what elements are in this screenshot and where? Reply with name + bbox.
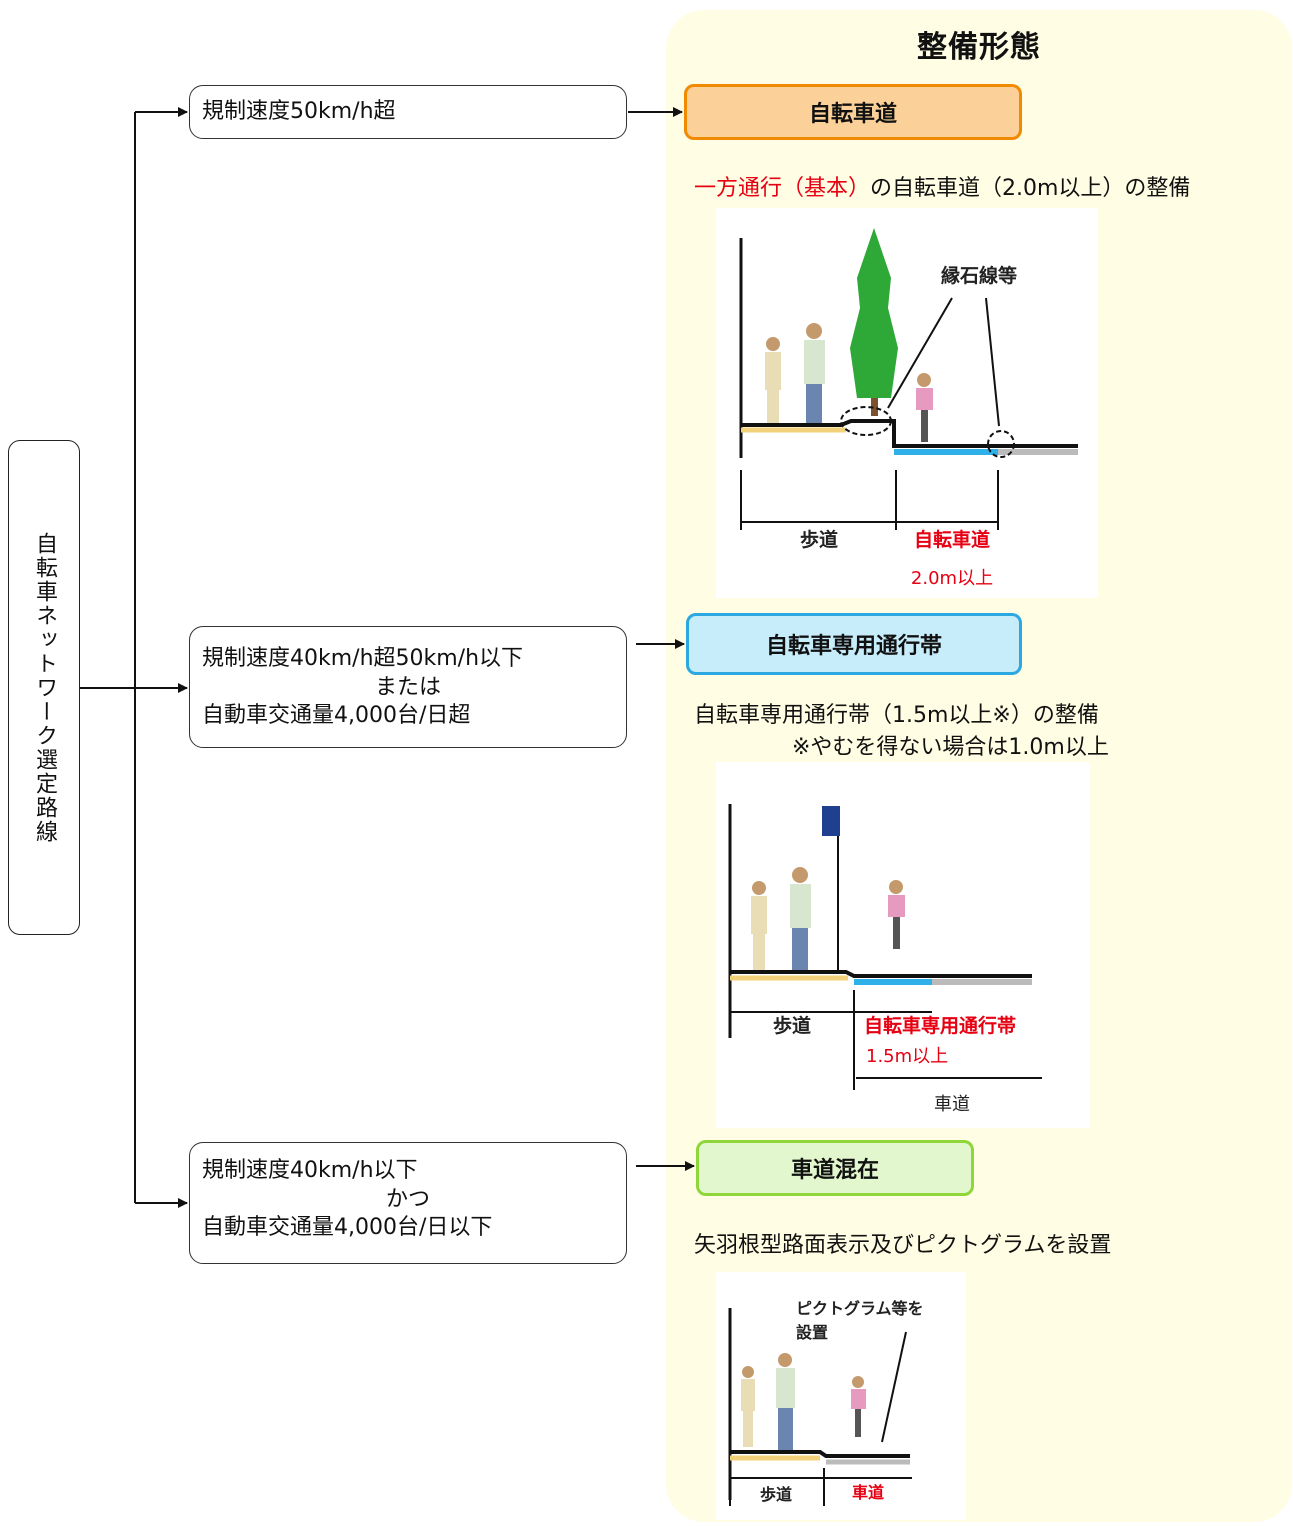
fig2-road-label: 車道 [934, 1094, 970, 1115]
fig3-road-label: 車道 [852, 1483, 884, 1502]
tree-icon [850, 228, 898, 416]
fig1-width-label: 2.0m以上 [911, 568, 993, 589]
condition-3-line-1: 規制速度40km/h以下 [202, 1158, 418, 1183]
fig2-sidewalk-label: 歩道 [773, 1014, 811, 1037]
condition-box-1: 規制速度50km/h超 [189, 85, 627, 139]
figure-shared-road: ピクトグラム等を 設置 歩道 車道 [716, 1272, 966, 1520]
fig1-callout: 縁石線等 [941, 264, 1017, 287]
condition-1-line-1: 規制速度50km/h超 [202, 98, 396, 124]
type-1-description-rest: の自転車道（2.0m以上）の整備 [870, 176, 1191, 201]
cyclist-figure [888, 880, 905, 949]
condition-2-line-2: または [374, 674, 441, 700]
cyclist-figure [851, 1376, 866, 1437]
sign-post-icon [822, 806, 840, 972]
fig3-callout-line-2: 設置 [796, 1323, 828, 1342]
type-shared-road: 車道混在 [696, 1140, 974, 1196]
type-bicycle-track: 自転車道 [684, 84, 1022, 140]
pedestrian-figures [765, 323, 825, 426]
root-label: 自転車ネットワーク選定路線 [32, 531, 57, 844]
fig1-track-label: 自転車道 [914, 528, 990, 551]
fig2-width-label: 1.5m以上 [866, 1046, 948, 1067]
condition-3-line-2: かつ [385, 1186, 430, 1212]
type-bicycle-lane: 自転車専用通行帯 [686, 613, 1022, 675]
type-1-description: 一方通行（基本）の自転車道（2.0m以上）の整備 [694, 170, 1190, 202]
pedestrian-figures [741, 1353, 795, 1450]
type-3-description: 矢羽根型路面表示及びピクトグラムを設置 [694, 1233, 1112, 1258]
condition-2-line-1: 規制速度40km/h超50km/h以下 [202, 646, 524, 671]
figure-bicycle-lane: 歩道 自転車専用通行帯 1.5m以上 車道 [716, 762, 1090, 1128]
fig2-lane-label: 自転車専用通行帯 [864, 1014, 1016, 1037]
figure-bicycle-track: 縁石線等 歩道 自転車道 2.0m以上 [716, 208, 1098, 598]
type-2-note: ※やむを得ない場合は1.0m以上 [792, 735, 1109, 760]
root-node: 自転車ネットワーク選定路線 [8, 440, 80, 935]
condition-box-2: 規制速度40km/h超50km/h以下 または 自動車交通量4,000台/日超 [189, 626, 627, 748]
condition-box-3: 規制速度40km/h以下 かつ 自動車交通量4,000台/日以下 [189, 1142, 627, 1264]
pedestrian-figures [751, 867, 811, 970]
fig1-sidewalk-label: 歩道 [800, 528, 838, 551]
type-1-description-red: 一方通行（基本） [694, 176, 871, 201]
type-2-description: 自転車専用通行帯（1.5m以上※）の整備 [694, 703, 1099, 728]
panel-title: 整備形態 [917, 30, 1041, 65]
cyclist-figure [916, 373, 933, 442]
fig3-sidewalk-label: 歩道 [760, 1485, 792, 1504]
fig3-callout-line-1: ピクトグラム等を [796, 1299, 924, 1318]
condition-2-line-3: 自動車交通量4,000台/日超 [202, 703, 471, 729]
condition-3-line-3: 自動車交通量4,000台/日以下 [202, 1215, 493, 1241]
